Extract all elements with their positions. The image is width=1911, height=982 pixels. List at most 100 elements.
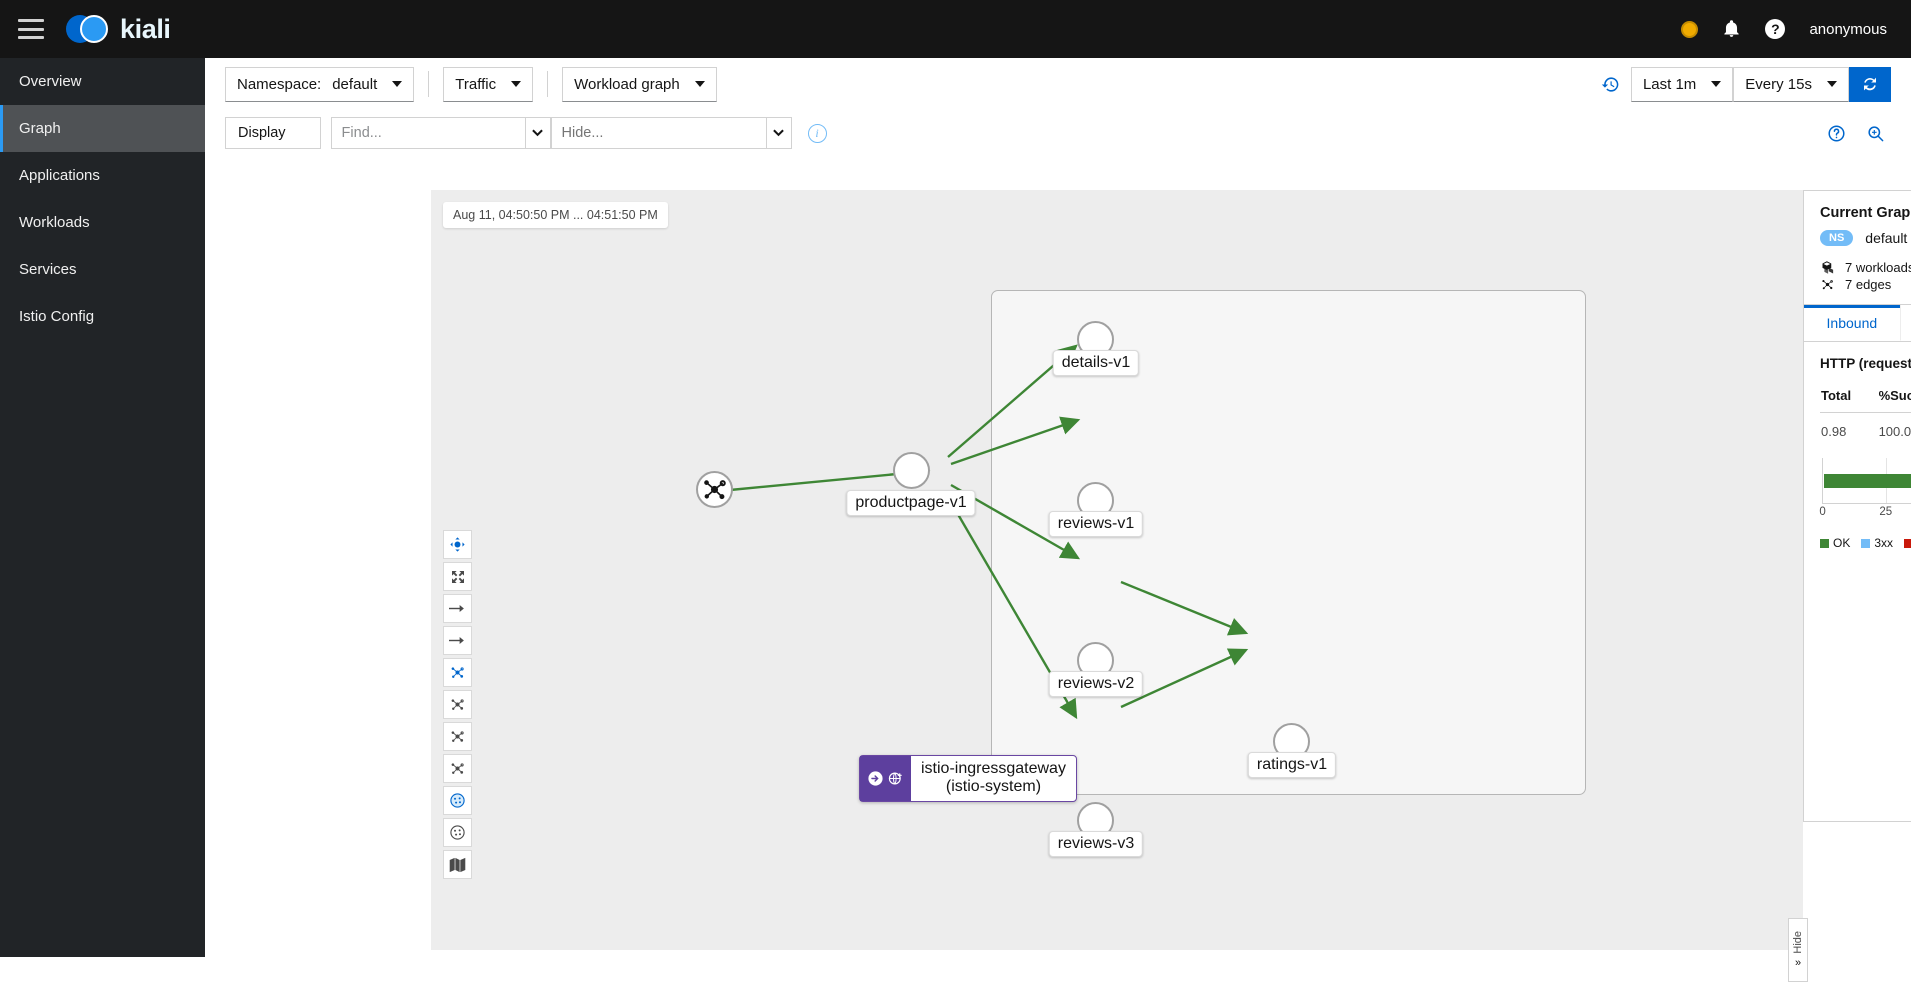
help-icon[interactable]: ? — [1765, 19, 1786, 39]
bell-icon[interactable] — [1722, 19, 1741, 39]
find-input[interactable] — [330, 117, 525, 149]
find-group — [330, 117, 551, 149]
map-overview-icon[interactable] — [443, 850, 472, 879]
namespace-box-active-icon[interactable] — [443, 786, 472, 815]
hamburger-icon[interactable] — [18, 19, 44, 39]
legend-item-3xx[interactable]: 3xx — [1861, 536, 1893, 550]
refresh-interval-selector[interactable]: Every 15s — [1733, 66, 1849, 102]
sidebar-item-services[interactable]: Services — [0, 246, 205, 293]
graph-node-label-productpage-v1[interactable]: productpage-v1 — [846, 490, 976, 516]
masthead-actions: ? anonymous — [1681, 19, 1911, 39]
chevron-down-icon — [1827, 81, 1837, 87]
sidebar-item-applications[interactable]: Applications — [0, 152, 205, 199]
graph-tools — [443, 530, 472, 882]
edges-count: 7 edges — [1845, 277, 1892, 292]
info-icon[interactable]: i — [807, 123, 827, 143]
sidebar-item-overview[interactable]: Overview — [0, 58, 205, 105]
namespace-value: default — [332, 75, 378, 93]
display-menu-button[interactable]: Display — [225, 117, 321, 149]
kiali-logo-icon — [66, 13, 111, 45]
layout-cola-icon[interactable] — [443, 754, 472, 783]
sidebar-item-label: Istio Config — [19, 308, 95, 325]
arrow-into-circle-icon — [868, 771, 883, 786]
double-chevron-right-icon: » — [1794, 956, 1802, 969]
col-total: Total — [1821, 388, 1852, 403]
arrow-right-icon[interactable] — [443, 594, 472, 623]
namespace-box-icon[interactable] — [443, 818, 472, 847]
globe-gateway-icon — [888, 772, 902, 785]
display-label: Display — [238, 125, 286, 141]
layout-default-icon[interactable] — [443, 658, 472, 687]
bar-ok — [1824, 474, 1911, 488]
graph-time-chip: Aug 11, 04:50:50 PM ... 04:51:50 PM — [443, 202, 668, 228]
find-dropdown-button[interactable] — [524, 117, 551, 149]
tab-outbound[interactable]: Outbound — [1901, 305, 1911, 341]
divider — [428, 71, 430, 97]
sidebar-item-workloads[interactable]: Workloads — [0, 199, 205, 246]
chevron-down-icon — [694, 81, 705, 87]
chevron-down-icon — [511, 81, 522, 87]
time-range-selector[interactable]: Last 1m — [1630, 66, 1734, 102]
status-dot-icon[interactable] — [1681, 20, 1699, 38]
sidebar-item-istio-config[interactable]: Istio Config — [0, 293, 205, 340]
layout-grid-icon[interactable] — [443, 722, 472, 751]
gateway-label-line1: istio-ingressgateway — [921, 760, 1066, 777]
xtick-0: 0 — [1819, 506, 1826, 518]
graph-type-selector[interactable]: Workload graph — [562, 66, 717, 102]
namespace-name: default — [1865, 230, 1908, 246]
chevron-down-icon — [392, 81, 403, 87]
metrics-table: Total %Success %Error 0.98 100.00 0.00 — [1820, 387, 1911, 440]
graph-node-label-details-v1[interactable]: details-v1 — [1052, 350, 1140, 376]
gateway-badges — [860, 756, 911, 801]
user-name[interactable]: anonymous — [1809, 20, 1887, 38]
time-range-label: Last 1m — [1642, 75, 1697, 93]
graph-node-label-reviews-v1[interactable]: reviews-v1 — [1048, 511, 1144, 537]
hide-panel-toggle[interactable]: Hide » — [1788, 918, 1808, 982]
table-row: 0.98 100.00 0.00 — [1820, 412, 1911, 440]
legend-item-4xx[interactable]: 4xx — [1904, 536, 1911, 550]
gateway-label-text: istio-ingressgateway (istio-system) — [911, 756, 1076, 801]
graph-help-icon[interactable] — [1827, 124, 1846, 143]
http-rps-bar-chart: 0 25 50 75 100 — [1819, 458, 1911, 518]
graph-node-label-ratings-v1[interactable]: ratings-v1 — [1247, 752, 1337, 778]
chart-legend: OK 3xx 4xx 5xx NR — [1820, 536, 1911, 550]
namespace-label: Namespace: — [237, 75, 322, 93]
sidebar-item-graph[interactable]: Graph — [0, 105, 205, 152]
cell-total: 0.98 — [1820, 412, 1878, 440]
graph-node-productpage-v1[interactable] — [893, 452, 930, 489]
workloads-icon — [1822, 261, 1834, 274]
workloads-count: 7 workloads — [1845, 260, 1911, 275]
metric-label: HTTP (requests per second): — [1820, 356, 1911, 371]
graph-node-label-istio-ingressgateway[interactable]: istio-ingressgateway (istio-system) — [859, 755, 1077, 802]
zoom-fit-icon[interactable] — [443, 530, 472, 559]
graph-node-label-reviews-v2[interactable]: reviews-v2 — [1048, 671, 1144, 697]
graph-node-istio-ingressgateway[interactable] — [696, 471, 733, 508]
hide-dropdown-button[interactable] — [765, 117, 792, 149]
workloads-stat: 7 workloads — [1820, 260, 1911, 275]
hide-input[interactable] — [550, 117, 766, 149]
legend-label: 3xx — [1874, 536, 1894, 550]
history-icon[interactable] — [1601, 75, 1620, 94]
edge-labels-selector[interactable]: Traffic — [443, 66, 534, 102]
refresh-button[interactable] — [1849, 66, 1891, 102]
arrow-right-alt-icon[interactable] — [443, 626, 472, 655]
divider — [1804, 304, 1911, 305]
legend-label: OK — [1833, 536, 1851, 550]
summary-panel-tabs: Inbound Outbound Total — [1804, 305, 1911, 342]
graph-node-label-reviews-v3[interactable]: reviews-v3 — [1048, 831, 1144, 857]
layout-dagre-icon[interactable] — [443, 690, 472, 719]
sidebar: Overview Graph Applications Workloads Se… — [0, 58, 205, 957]
expand-icon[interactable] — [443, 562, 472, 591]
tab-inbound[interactable]: Inbound — [1804, 305, 1901, 341]
cell-success: 100.00 — [1877, 412, 1911, 440]
legend-item-ok[interactable]: OK — [1820, 536, 1850, 550]
masthead: kiali ? anonymous — [0, 0, 1911, 58]
graph-toolbar-right-icons — [1827, 124, 1891, 143]
graph-legend-icon[interactable] — [1866, 124, 1885, 143]
namespace-selector[interactable]: Namespace: default — [225, 66, 415, 102]
summary-panel-body: HTTP (requests per second): Total %Succe… — [1804, 342, 1911, 564]
main-content: Namespace: default Traffic Workload grap… — [205, 58, 1911, 982]
brand-logo-group[interactable]: kiali — [66, 13, 171, 45]
graph-canvas[interactable]: Aug 11, 04:50:50 PM ... 04:51:50 PM — [431, 190, 1803, 950]
divider — [547, 71, 549, 97]
